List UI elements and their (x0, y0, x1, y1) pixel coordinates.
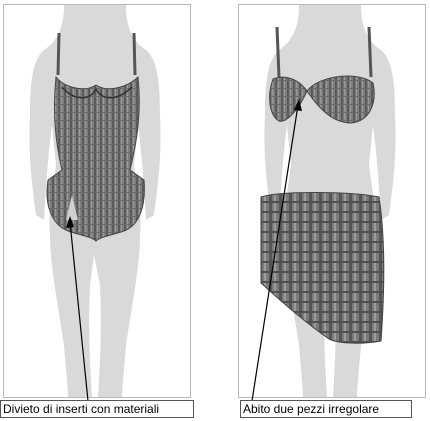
swimsuit-body (47, 77, 144, 241)
asymmetric-skirt (261, 193, 384, 344)
figure-panel-left (3, 4, 191, 398)
figure-panel-right (238, 4, 426, 398)
strap-left (58, 33, 59, 75)
caption-right: Abito due pezzi irregolare (240, 400, 412, 418)
caption-left: Divieto di inserti con materiali (0, 400, 194, 418)
strap-left (277, 27, 279, 77)
strap-right (369, 27, 371, 77)
figure-left-svg (4, 5, 190, 397)
strap-right (134, 33, 135, 75)
figure-right-svg (239, 5, 425, 397)
